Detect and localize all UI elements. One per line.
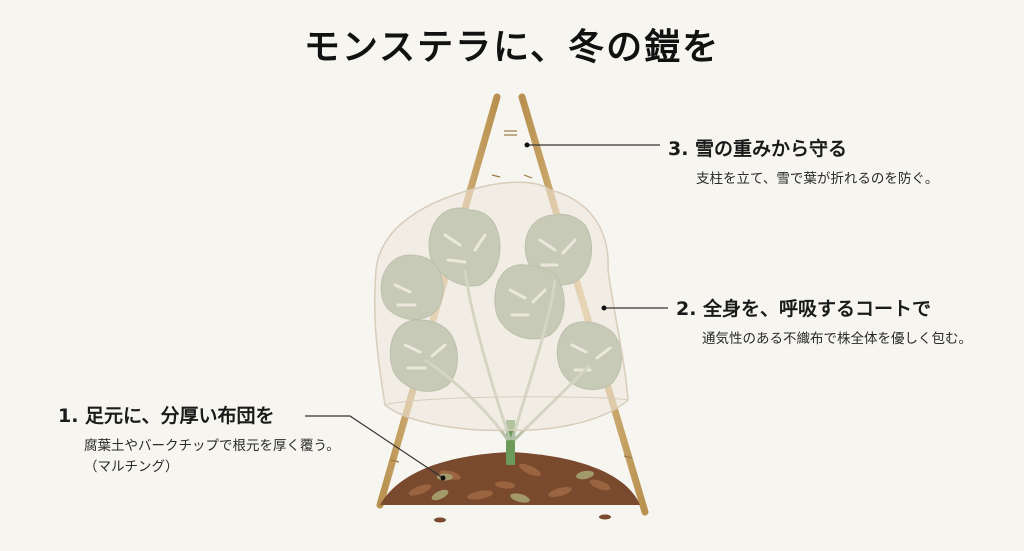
callout-snow-protection: 3. 雪の重みから守る 支柱を立て、雪で葉が折れるのを防ぐ。 bbox=[668, 134, 938, 190]
page-title: モンステラに、冬の鎧を bbox=[303, 27, 721, 68]
fleece-cover bbox=[373, 181, 629, 432]
leader-lines bbox=[305, 144, 668, 479]
mulch-mound bbox=[380, 452, 640, 523]
callout-heading: 2. 全身を、呼吸するコートで bbox=[676, 298, 932, 320]
callout-breathable-coat: 2. 全身を、呼吸するコートで 通気性のある不織布で株全体を優しく包む。 bbox=[676, 294, 972, 350]
callout-description: 通気性のある不織布で株全体を優しく包む。 bbox=[702, 331, 972, 347]
callout-heading: 1. 足元に、分厚い布団を bbox=[58, 405, 275, 427]
callout-description: 支柱を立て、雪で葉が折れるのを防ぐ。 bbox=[696, 171, 939, 187]
callout-description: 腐葉土やバークチップで根元を厚く覆う。（マルチング） bbox=[84, 438, 340, 475]
callout-mulching: 1. 足元に、分厚い布団を 腐葉土やバークチップで根元を厚く覆う。（マルチング） bbox=[58, 401, 354, 478]
callout-heading: 3. 雪の重みから守る bbox=[668, 138, 848, 160]
